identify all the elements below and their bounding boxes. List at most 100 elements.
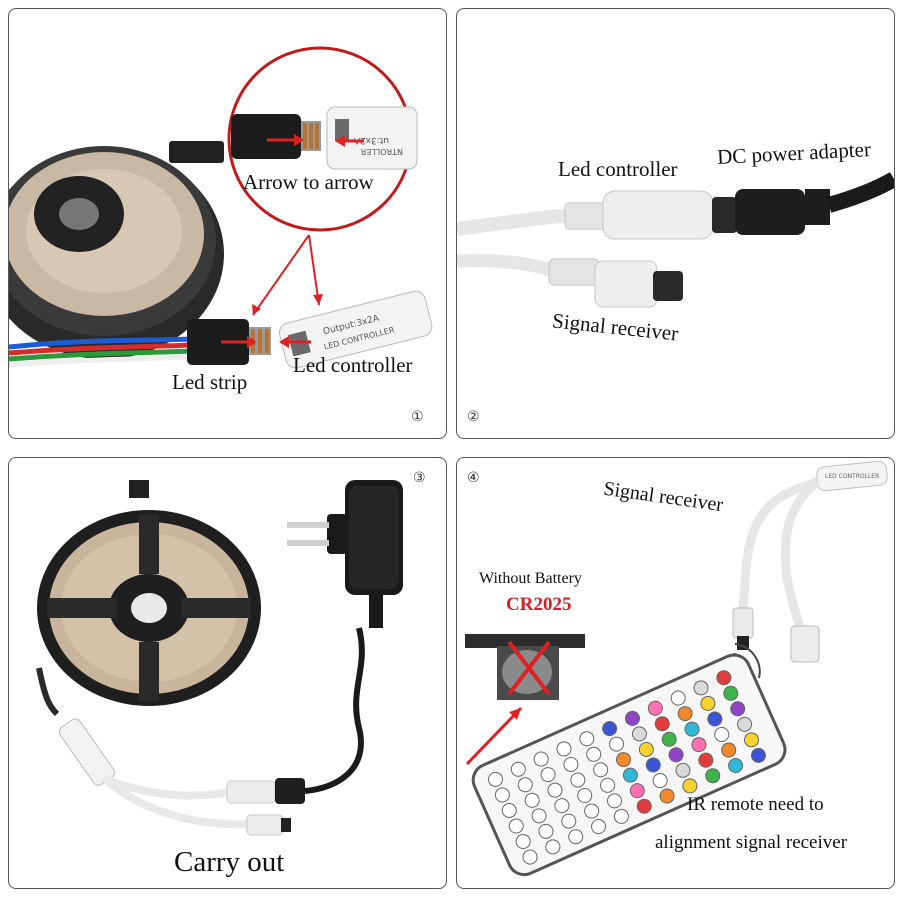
remote-button (721, 742, 737, 758)
callout-magnifier: ut:3x2A NTROLLER (227, 46, 418, 232)
remote-button (517, 777, 533, 793)
remote-button (540, 767, 556, 783)
remote-button (538, 823, 554, 839)
step-1-illustration: Output:3x2A LED CONTROLLER ut:3x2A NTROL… (9, 46, 433, 369)
led-controller-label: Led controller (293, 353, 413, 377)
callout-pointer-right (308, 234, 320, 306)
led-strip-label: Led strip (172, 370, 248, 394)
led-strip-connector (187, 319, 271, 365)
remote-button (586, 746, 602, 762)
carry-out-caption: Carry out (174, 846, 285, 878)
callout-name-text: NTROLLER (360, 147, 403, 156)
battery-arrow (465, 706, 523, 766)
receiver-text: LED CONTROLLER (825, 473, 879, 480)
y-cable-lower (101, 775, 250, 829)
remote-button (670, 690, 686, 706)
remote-button (638, 741, 654, 757)
remote-button (584, 803, 600, 819)
remote-button (744, 732, 760, 748)
dc-plug (275, 778, 305, 804)
adapter-cable (304, 627, 365, 794)
remote-button (622, 767, 638, 783)
step-number: ② (467, 409, 480, 425)
remote-button (682, 778, 698, 794)
remote-button (615, 752, 631, 768)
remote-button (636, 798, 652, 814)
remote-button (570, 772, 586, 788)
remote-button (714, 726, 730, 742)
led-strip-reel (37, 480, 261, 706)
led-controller-device: Output:3x2A LED CONTROLLER (278, 290, 433, 369)
callout-label: Arrow to arrow (243, 170, 374, 194)
remote-button (750, 747, 766, 763)
remote-button (705, 768, 721, 784)
remote-button (522, 849, 538, 865)
remote-button (652, 773, 668, 789)
remote-button (737, 716, 753, 732)
panel-step-2: Led controller DC power adapter Signal r… (456, 8, 895, 439)
remote-button (677, 706, 693, 722)
remote-button (556, 741, 572, 757)
receiver-cable (457, 254, 555, 278)
remote-button (494, 787, 510, 803)
battery-arrow-head (509, 708, 521, 720)
remote-button (631, 726, 647, 742)
led-strip-reel (9, 146, 224, 359)
panel-step-4: LED CONTROLLER Signal receiver W (456, 457, 895, 889)
remote-button (723, 685, 739, 701)
callout-output-text: ut:3x2A (353, 135, 389, 145)
ir-instruction-line-1: IR remote need to (687, 794, 824, 815)
remote-button (661, 731, 677, 747)
strip-end-connector (169, 141, 224, 163)
remote-button (691, 737, 707, 753)
remote-button (647, 700, 663, 716)
remote-button (707, 711, 723, 727)
remote-button (602, 721, 618, 737)
remote-button (629, 783, 645, 799)
step-2-illustration (457, 172, 894, 308)
remote-button (568, 829, 584, 845)
remote-button (501, 802, 517, 818)
signal-receiver-device: LED CONTROLLER (732, 460, 888, 663)
controller-cable (457, 208, 573, 236)
remote-button (606, 793, 622, 809)
step-number: ④ (467, 470, 480, 486)
remote-button (600, 777, 616, 793)
remote-button (563, 756, 579, 772)
remote-button (533, 751, 549, 767)
remote-button (547, 782, 563, 798)
remote-button (668, 747, 684, 763)
remote-button (579, 731, 595, 747)
remote-button (531, 808, 547, 824)
remote-button (593, 762, 609, 778)
remote-button (625, 710, 641, 726)
ir-remote-buttons (487, 670, 766, 865)
connector-arrow-head (247, 336, 257, 348)
remote-button (487, 771, 503, 787)
remote-button (659, 788, 675, 804)
without-battery-label: Without Battery (479, 570, 582, 587)
remote-button (698, 752, 714, 768)
remote-button (693, 680, 709, 696)
remote-button (728, 758, 744, 774)
remote-button (654, 716, 670, 732)
step-number: ③ (413, 470, 426, 486)
remote-button (675, 762, 691, 778)
remote-button (716, 670, 732, 686)
ir-instruction-line-2: alignment signal receiver (655, 832, 848, 853)
remote-button (609, 736, 625, 752)
controller-arrow-head (279, 336, 289, 348)
remote-button (508, 818, 524, 834)
y-cable-upper (102, 774, 230, 800)
power-adapter (287, 480, 403, 628)
panel-step-1: Output:3x2A LED CONTROLLER ut:3x2A NTROL… (8, 8, 447, 439)
step-4-illustration: LED CONTROLLER (465, 460, 888, 877)
step-3-illustration (36, 480, 403, 836)
battery-holder (465, 634, 585, 700)
remote-button (645, 757, 661, 773)
panel-step-3: Carry out ③ (8, 457, 447, 889)
remote-button (545, 839, 561, 855)
step-number: ① (411, 409, 424, 425)
remote-button (524, 792, 540, 808)
dc-power-adapter-plug (712, 172, 894, 235)
